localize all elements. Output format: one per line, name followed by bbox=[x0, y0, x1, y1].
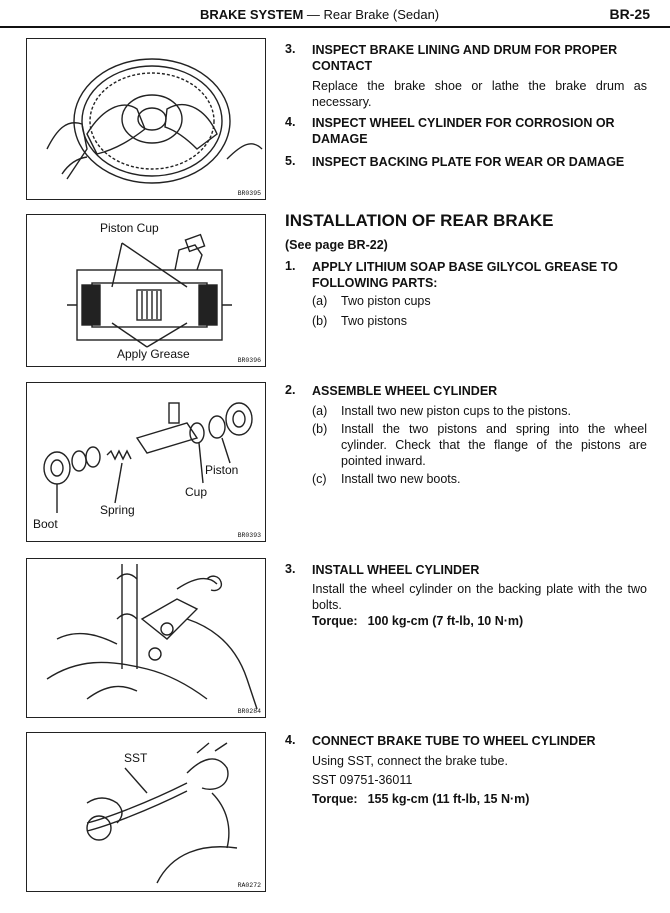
torque-label: Torque: bbox=[312, 792, 358, 806]
install-cylinder-illustration bbox=[46, 564, 258, 710]
sub-item-text: Install two new boots. bbox=[341, 472, 461, 486]
sub-item-text: Install the two pistons and spring into … bbox=[341, 422, 647, 468]
torque-label: Torque: bbox=[312, 614, 358, 628]
section-title: INSTALLATION OF REAR BRAKE bbox=[285, 211, 554, 230]
header-title: BRAKE SYSTEM — Rear Brake (Sedan) bbox=[200, 7, 439, 22]
figure-code: BR0395 bbox=[237, 190, 261, 197]
torque-value: 155 kg-cm (11 ft-lb, 15 N·m) bbox=[367, 792, 530, 806]
step-number: 3. bbox=[285, 42, 296, 56]
header-title-bold: BRAKE SYSTEM bbox=[200, 7, 304, 22]
torque-spec: Torque: 155 kg-cm (11 ft-lb, 15 N·m) bbox=[312, 792, 529, 806]
exploded-cylinder-illustration bbox=[43, 402, 253, 513]
step-number: 2. bbox=[285, 383, 296, 397]
step-body: Using SST, connect the brake tube. bbox=[312, 754, 508, 768]
step-body: Replace the brake shoe or lathe the brak… bbox=[312, 79, 647, 109]
torque-spec: Torque: 100 kg-cm (7 ft-lb, 10 N·m) bbox=[312, 614, 523, 628]
wheel-cylinder-section-illustration bbox=[67, 233, 232, 348]
label-cup: Cup bbox=[185, 485, 208, 499]
step-heading: APPLY LITHIUM SOAP BASE GILYCOL GREASE T… bbox=[312, 260, 618, 290]
connect-tube-illustration bbox=[86, 742, 238, 884]
sub-item-letter: (a) bbox=[312, 404, 328, 418]
step-number: 3. bbox=[285, 562, 296, 576]
step-number: 1. bbox=[285, 259, 296, 273]
label-sst: SST bbox=[124, 751, 148, 765]
step-number: 4. bbox=[285, 115, 296, 129]
figure-code: BR0393 bbox=[237, 532, 261, 539]
sub-item-letter: (b) bbox=[312, 314, 328, 328]
figure-code: BR0284 bbox=[237, 708, 261, 715]
step-heading: INSPECT BRAKE LINING AND DRUM FOR PROPER… bbox=[312, 43, 618, 73]
label-piston-cup: Piston Cup bbox=[100, 221, 159, 235]
figure-apply-grease: Piston Cup Apply Grease BR0396 bbox=[26, 214, 266, 367]
figure-brake-drum: BR0395 bbox=[26, 38, 266, 200]
sub-item-letter: (b) bbox=[312, 422, 328, 436]
sub-item-text: Two piston cups bbox=[341, 294, 431, 308]
step-heading: INSPECT BACKING PLATE FOR WEAR OR DAMAGE bbox=[312, 155, 625, 169]
header-rule bbox=[0, 26, 670, 28]
label-apply-grease: Apply Grease bbox=[117, 347, 190, 361]
step-heading: CONNECT BRAKE TUBE TO WHEEL CYLINDER bbox=[312, 734, 596, 748]
step-heading: INSTALL WHEEL CYLINDER bbox=[312, 563, 480, 577]
sub-item-letter: (c) bbox=[312, 472, 327, 486]
step-heading: ASSEMBLE WHEEL CYLINDER bbox=[312, 384, 498, 398]
torque-value: 100 kg-cm (7 ft-lb, 10 N·m) bbox=[367, 614, 524, 628]
step-number: 4. bbox=[285, 733, 296, 747]
figure-install-cylinder: BR0284 bbox=[26, 558, 266, 718]
step-heading: INSPECT WHEEL CYLINDER FOR CORROSION OR … bbox=[312, 116, 615, 146]
figure-code: RA0272 bbox=[237, 882, 261, 889]
figure-connect-tube: SST RA0272 bbox=[26, 732, 266, 892]
sst-number: SST 09751-36011 bbox=[312, 773, 413, 787]
step-body: Install the wheel cylinder on the backin… bbox=[312, 582, 647, 612]
sub-item-text: Two pistons bbox=[341, 314, 408, 328]
see-page-reference: (See page BR-22) bbox=[285, 238, 388, 252]
sub-item-letter: (a) bbox=[312, 294, 328, 308]
label-boot: Boot bbox=[33, 517, 58, 531]
label-spring: Spring bbox=[100, 503, 135, 517]
figure-exploded-cylinder: Piston Cup Spring Boot BR0393 bbox=[26, 382, 266, 542]
page-number: BR-25 bbox=[609, 6, 650, 22]
label-piston: Piston bbox=[205, 463, 239, 477]
step-number: 5. bbox=[285, 154, 296, 168]
header-title-rest: — Rear Brake (Sedan) bbox=[303, 7, 440, 22]
brake-drum-illustration bbox=[46, 58, 263, 184]
page-header: BRAKE SYSTEM — Rear Brake (Sedan) BR-25 bbox=[0, 4, 670, 28]
figure-code: BR0396 bbox=[237, 357, 261, 364]
sub-item-text: Install two new piston cups to the pisto… bbox=[341, 404, 571, 418]
